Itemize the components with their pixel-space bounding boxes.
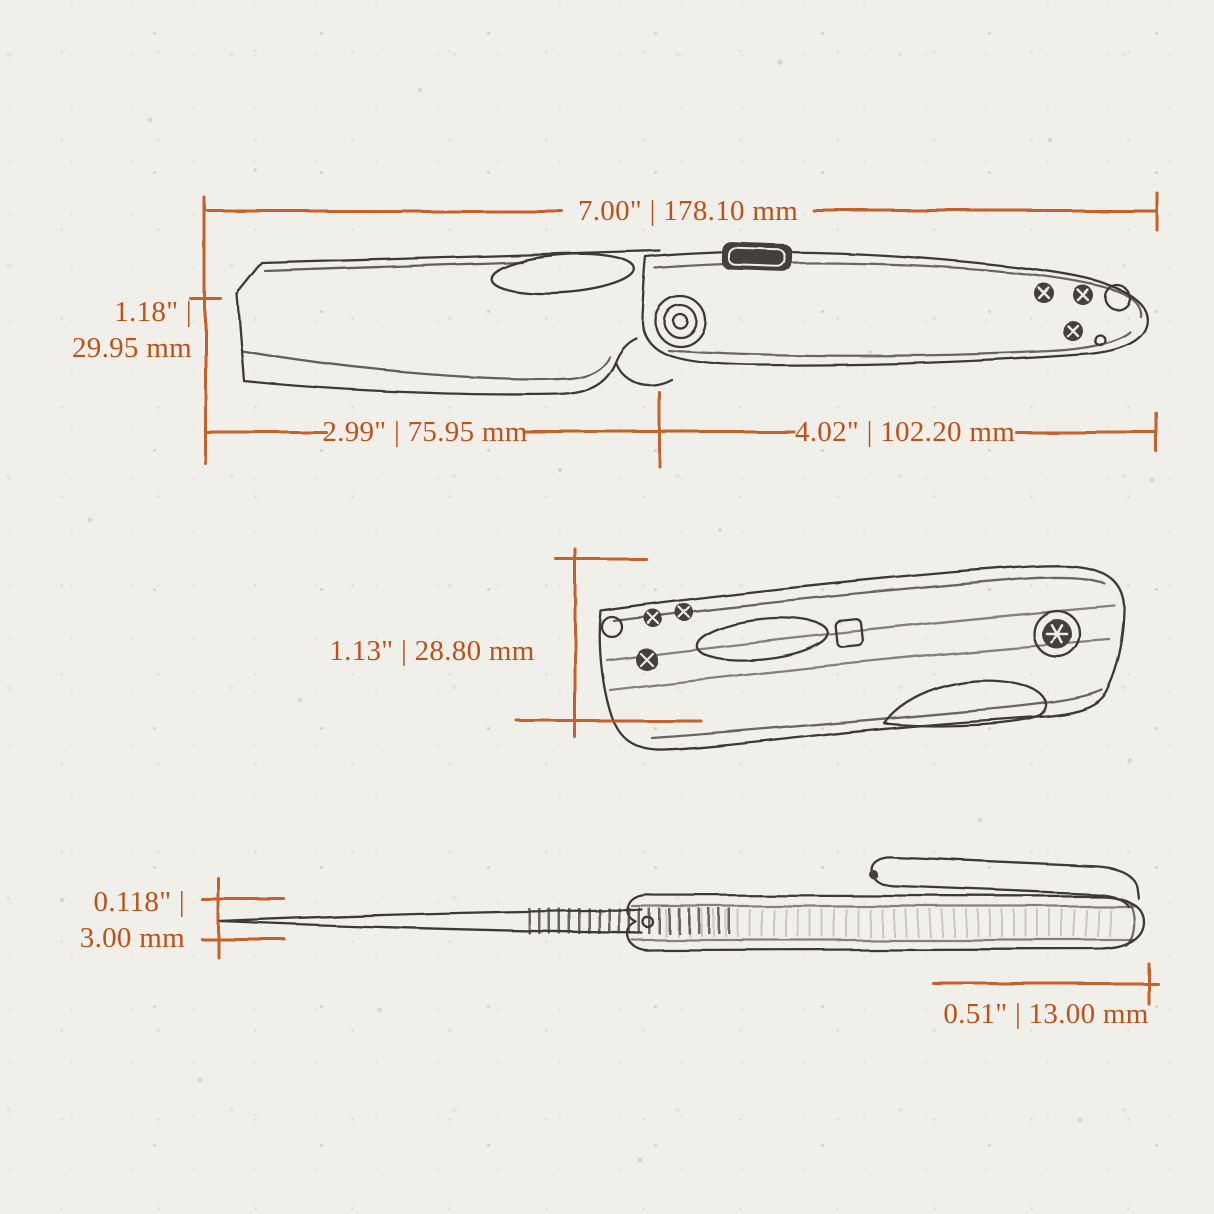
blade-outline [235,249,662,396]
closed-thumb-slot [695,616,829,662]
closed-height-label: 1.13" | 28.80 mm [329,635,535,667]
handle-liner-top [653,261,1142,318]
lanyard-hole [1103,283,1131,311]
blade-height-label: 1.18" | 29.95 mm [58,294,192,366]
dimension-lines [189,191,1160,1006]
spine-blade-top [217,908,644,923]
pivot-screw [653,294,707,348]
closed-liner-top [612,576,1107,623]
closed-scale-line-1 [605,604,1117,662]
overall-length-line [203,191,1159,232]
handle-thickness-label: 0.51" | 13.00 mm [943,998,1149,1030]
closed-outline [598,564,1127,752]
blade-height-label-line2: 29.95 mm [71,332,192,364]
blade-thickness-label: 0.118" | 3.00 mm [40,884,185,956]
pocket-clip [868,855,1140,908]
lock-button [721,242,793,272]
finger-choil [613,360,674,387]
closed-liner-bottom [650,688,1104,740]
blade-swedge-line [263,260,524,273]
closed-scale-line-2 [608,638,1112,692]
spine-blade-bottom [217,919,644,935]
stop-pin-block [834,618,864,648]
blade-thickness-line [200,876,286,959]
closed-left-screws [600,603,693,670]
blade-thumb-oval [490,253,636,295]
spine-view-drawing [217,855,1146,952]
closed-pivot-screw [1032,609,1082,659]
overall-length-label: 7.00" | 178.10 mm [577,195,799,227]
open-knife-drawing [235,242,1149,396]
blade-height-line [189,196,223,465]
blade-grind-line [240,349,611,381]
handle-screws [1034,283,1131,347]
blade-thickness-label-line1: 0.118" | [93,886,185,918]
blade-length-label: 2.99" | 75.95 mm [322,416,528,448]
handle-length-line [658,391,1158,469]
blade-height-label-line1: 1.18" | [114,296,192,328]
closed-height-line [515,547,703,739]
handle-liner-bottom [666,330,1132,357]
small-hole [1093,333,1107,347]
handle-length-label: 4.02" | 102.20 mm [794,416,1016,448]
handle-outline [640,250,1149,367]
blade-thickness-label-line2: 3.00 mm [79,922,185,954]
spine-handle-outline [626,893,1146,952]
spine-endcap-line [1124,898,1136,948]
paper-speckles [60,59,1155,1162]
closed-finger-groove [882,678,1048,727]
closed-knife-drawing [598,564,1127,752]
handle-thickness-line [932,962,1160,1006]
spine-pivot-dot [641,915,655,929]
